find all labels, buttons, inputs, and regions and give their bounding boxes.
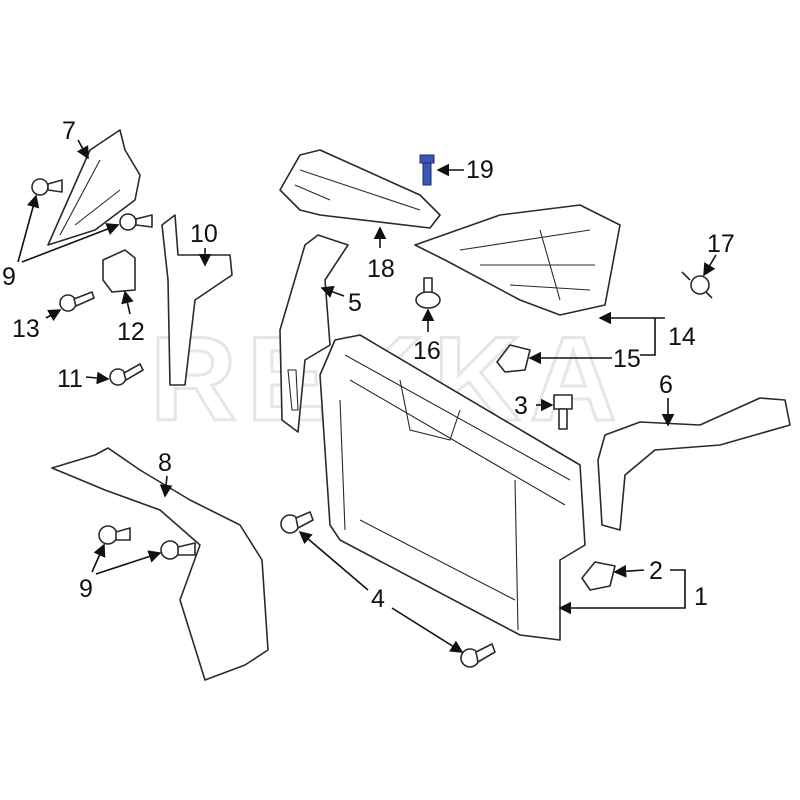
callout-7: 7 xyxy=(62,117,76,145)
part-2-nut xyxy=(581,561,616,591)
callout-10: 10 xyxy=(190,220,218,248)
part-15-nut xyxy=(496,344,531,373)
callout-4: 4 xyxy=(371,585,385,613)
part-17-clip xyxy=(681,271,713,299)
part-9-clip-lower-2 xyxy=(160,540,196,560)
callout-11: 11 xyxy=(57,365,83,393)
leader-lines xyxy=(17,139,717,653)
callout-16: 16 xyxy=(413,337,441,365)
part-13-bolt xyxy=(59,291,95,312)
callout-2: 2 xyxy=(649,557,663,585)
callout-15: 15 xyxy=(613,345,641,373)
part-12-bracket xyxy=(102,249,136,293)
callout-9-upper: 9 xyxy=(2,263,16,291)
callout-9-lower: 9 xyxy=(79,575,93,603)
part-9-clip-upper xyxy=(31,178,63,196)
part-11-bolt xyxy=(109,363,144,386)
callout-17: 17 xyxy=(707,230,735,258)
part-6-support xyxy=(597,397,791,531)
part-4-bolt-lower xyxy=(460,643,496,668)
part-7-bracket xyxy=(47,129,141,246)
part-9-clip-upper-2 xyxy=(119,213,153,231)
callout-3: 3 xyxy=(514,392,528,420)
part-9-clip-lower xyxy=(98,525,131,545)
callout-5: 5 xyxy=(348,289,362,317)
part-8-shield xyxy=(51,447,269,681)
part-3-bolt xyxy=(553,394,573,430)
part-1-radiator-support xyxy=(319,334,586,641)
part-18-air-duct xyxy=(279,149,441,229)
part-14-undercover xyxy=(414,204,621,316)
part-16-bolt xyxy=(415,277,441,309)
part-4-bolt-upper xyxy=(280,511,314,534)
callout-13: 13 xyxy=(12,315,40,343)
callout-19: 19 xyxy=(466,156,494,184)
callout-1: 1 xyxy=(694,583,708,611)
part-19-fastener xyxy=(419,154,435,186)
callout-14: 14 xyxy=(668,323,696,351)
callout-6: 6 xyxy=(659,371,673,399)
callout-18: 18 xyxy=(367,255,395,283)
callout-12: 12 xyxy=(117,318,145,346)
callout-8: 8 xyxy=(158,449,172,477)
part-10-panel xyxy=(161,214,233,386)
